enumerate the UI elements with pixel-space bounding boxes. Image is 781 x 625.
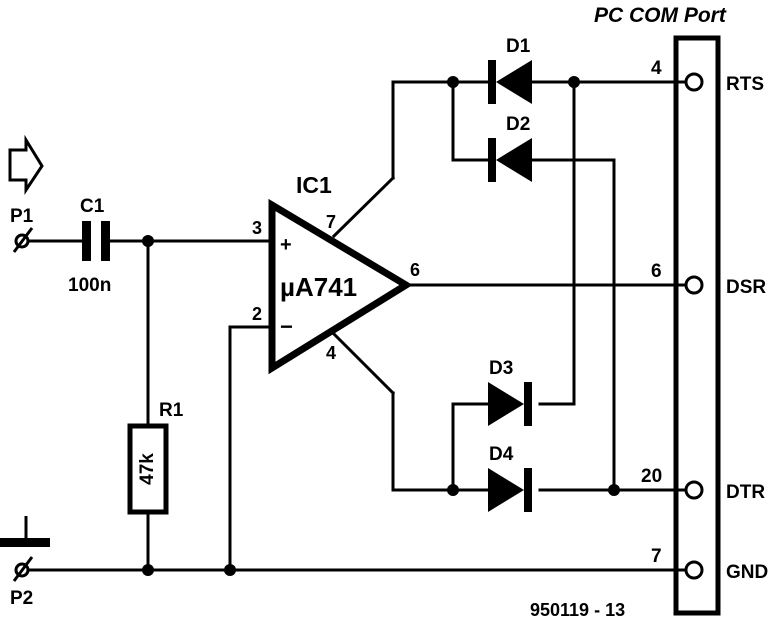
- port-pin-number-rts: 4: [651, 58, 662, 79]
- d2-ref: D2: [506, 114, 530, 135]
- opamp-pin-7: 7: [326, 212, 336, 232]
- r1-value: 47k: [137, 453, 158, 485]
- resistor-r1: [127, 423, 169, 515]
- port-pin-gnd: [684, 560, 704, 580]
- wires: [24, 80, 688, 572]
- port-pin-dtr: [684, 480, 704, 500]
- port-signal-gnd: GND: [726, 562, 768, 583]
- opamp-pin-2: 2: [252, 304, 262, 324]
- port-pin-dsr: [684, 275, 704, 295]
- port-signal-rts: RTS: [726, 74, 764, 95]
- opamp-triangle: [268, 198, 413, 375]
- port-pin-rts: [684, 72, 704, 92]
- junction-dots: [142, 76, 620, 576]
- terminal-p2: [12, 556, 34, 582]
- diode-d3: [488, 382, 532, 426]
- diode-d1: [488, 60, 532, 104]
- opamp-pin-6: 6: [410, 260, 420, 280]
- d4-ref: D4: [489, 444, 514, 465]
- figure-code: 950119 - 13: [530, 600, 625, 620]
- port-signal-dtr: DTR: [726, 482, 765, 503]
- port-pin-number-dsr: 6: [651, 261, 662, 282]
- capacitor-c1: [82, 221, 110, 261]
- opamp-plus-sign: +: [280, 234, 292, 256]
- terminal-p2-label: P2: [10, 588, 33, 609]
- port-pin-number-gnd: 7: [651, 546, 662, 567]
- c1-value: 100n: [68, 275, 111, 296]
- port-signal-dsr: DSR: [726, 277, 766, 298]
- opamp-pin-3: 3: [252, 218, 262, 238]
- diode-d2: [488, 138, 532, 182]
- input-arrow-icon: [8, 134, 44, 195]
- opamp-pin-4: 4: [326, 343, 336, 363]
- com-port-connector: [673, 35, 721, 616]
- com-port-title: PC COM Port: [594, 4, 727, 27]
- d3-ref: D3: [489, 358, 513, 379]
- r1-ref: R1: [159, 400, 184, 421]
- opamp-minus-sign: −: [280, 314, 293, 339]
- port-pin-number-dtr: 20: [641, 466, 662, 487]
- c1-ref: C1: [80, 196, 105, 217]
- opamp-part: µA741: [280, 272, 357, 302]
- d1-ref: D1: [506, 36, 531, 57]
- diode-d4: [488, 468, 532, 512]
- terminal-p1-label: P1: [10, 206, 34, 227]
- opamp-ref: IC1: [296, 172, 332, 198]
- ground-symbol-icon: [0, 516, 50, 547]
- terminal-p1: [12, 227, 34, 253]
